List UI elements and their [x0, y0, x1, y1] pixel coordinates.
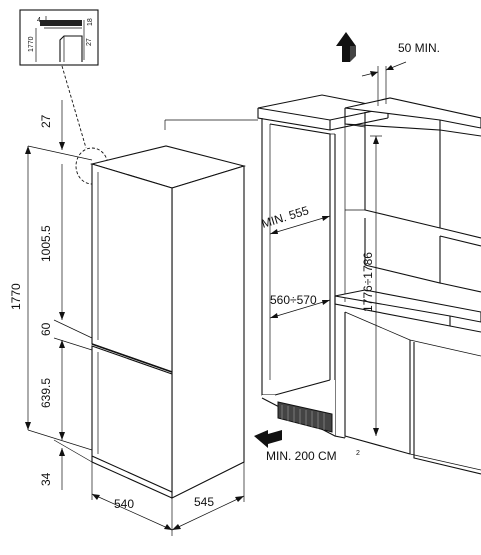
- dim-width: 540: [114, 497, 134, 511]
- dim-rear-gap: 50 MIN.: [398, 41, 440, 55]
- dim-vent-area: MIN. 200 CM: [266, 449, 337, 463]
- detail-leader: [61, 65, 87, 149]
- inset-side-label: 18: [87, 18, 94, 26]
- cabinet-niche: [257, 94, 389, 439]
- air-outlet-arrow-icon: [336, 32, 356, 62]
- dim-total-height: 1770: [9, 283, 23, 310]
- dim-min-depth: MIN. 555: [260, 203, 311, 231]
- dim-depth: 545: [194, 495, 214, 509]
- dim-depth-range: 560÷570: [270, 293, 317, 307]
- inset-gap-label: 27: [86, 38, 93, 46]
- dim-top-gap: 27: [39, 114, 53, 128]
- dim-vent-area-sup: 2: [356, 450, 360, 457]
- dim-bottom-gap: 34: [39, 472, 53, 486]
- dim-door-gap: 60: [39, 322, 53, 336]
- inset-detail: 1770 4 18 27: [19, 9, 99, 66]
- dim-height-range: 1776÷1786: [361, 252, 375, 312]
- wall-cabinets: [334, 97, 481, 475]
- air-inlet-arrow-icon: [254, 430, 282, 448]
- fridge-dimensions: 1770 27 1005.5 60 639.5 34 540 545: [9, 100, 245, 536]
- fridge-appliance: [89, 145, 247, 499]
- inset-top-label: 4: [37, 17, 41, 24]
- dim-upper-door: 1005.5: [39, 225, 53, 262]
- dim-lower-door: 639.5: [39, 378, 53, 408]
- inset-total-label: 1770: [28, 36, 35, 52]
